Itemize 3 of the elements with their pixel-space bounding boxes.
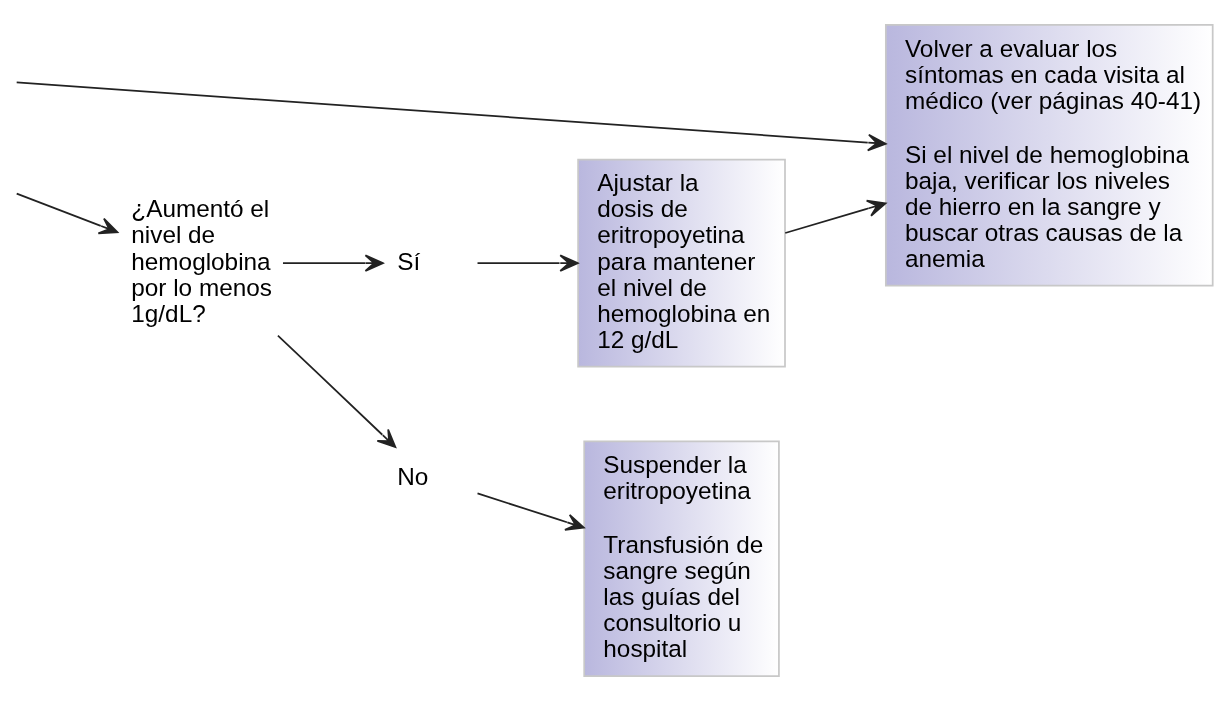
- node-text: No: [397, 463, 429, 491]
- node-text: ¿Aumentó el nivel de hemoglobina por lo menos 1g/dL?: [131, 195, 272, 327]
- node-text: Sí: [397, 247, 421, 275]
